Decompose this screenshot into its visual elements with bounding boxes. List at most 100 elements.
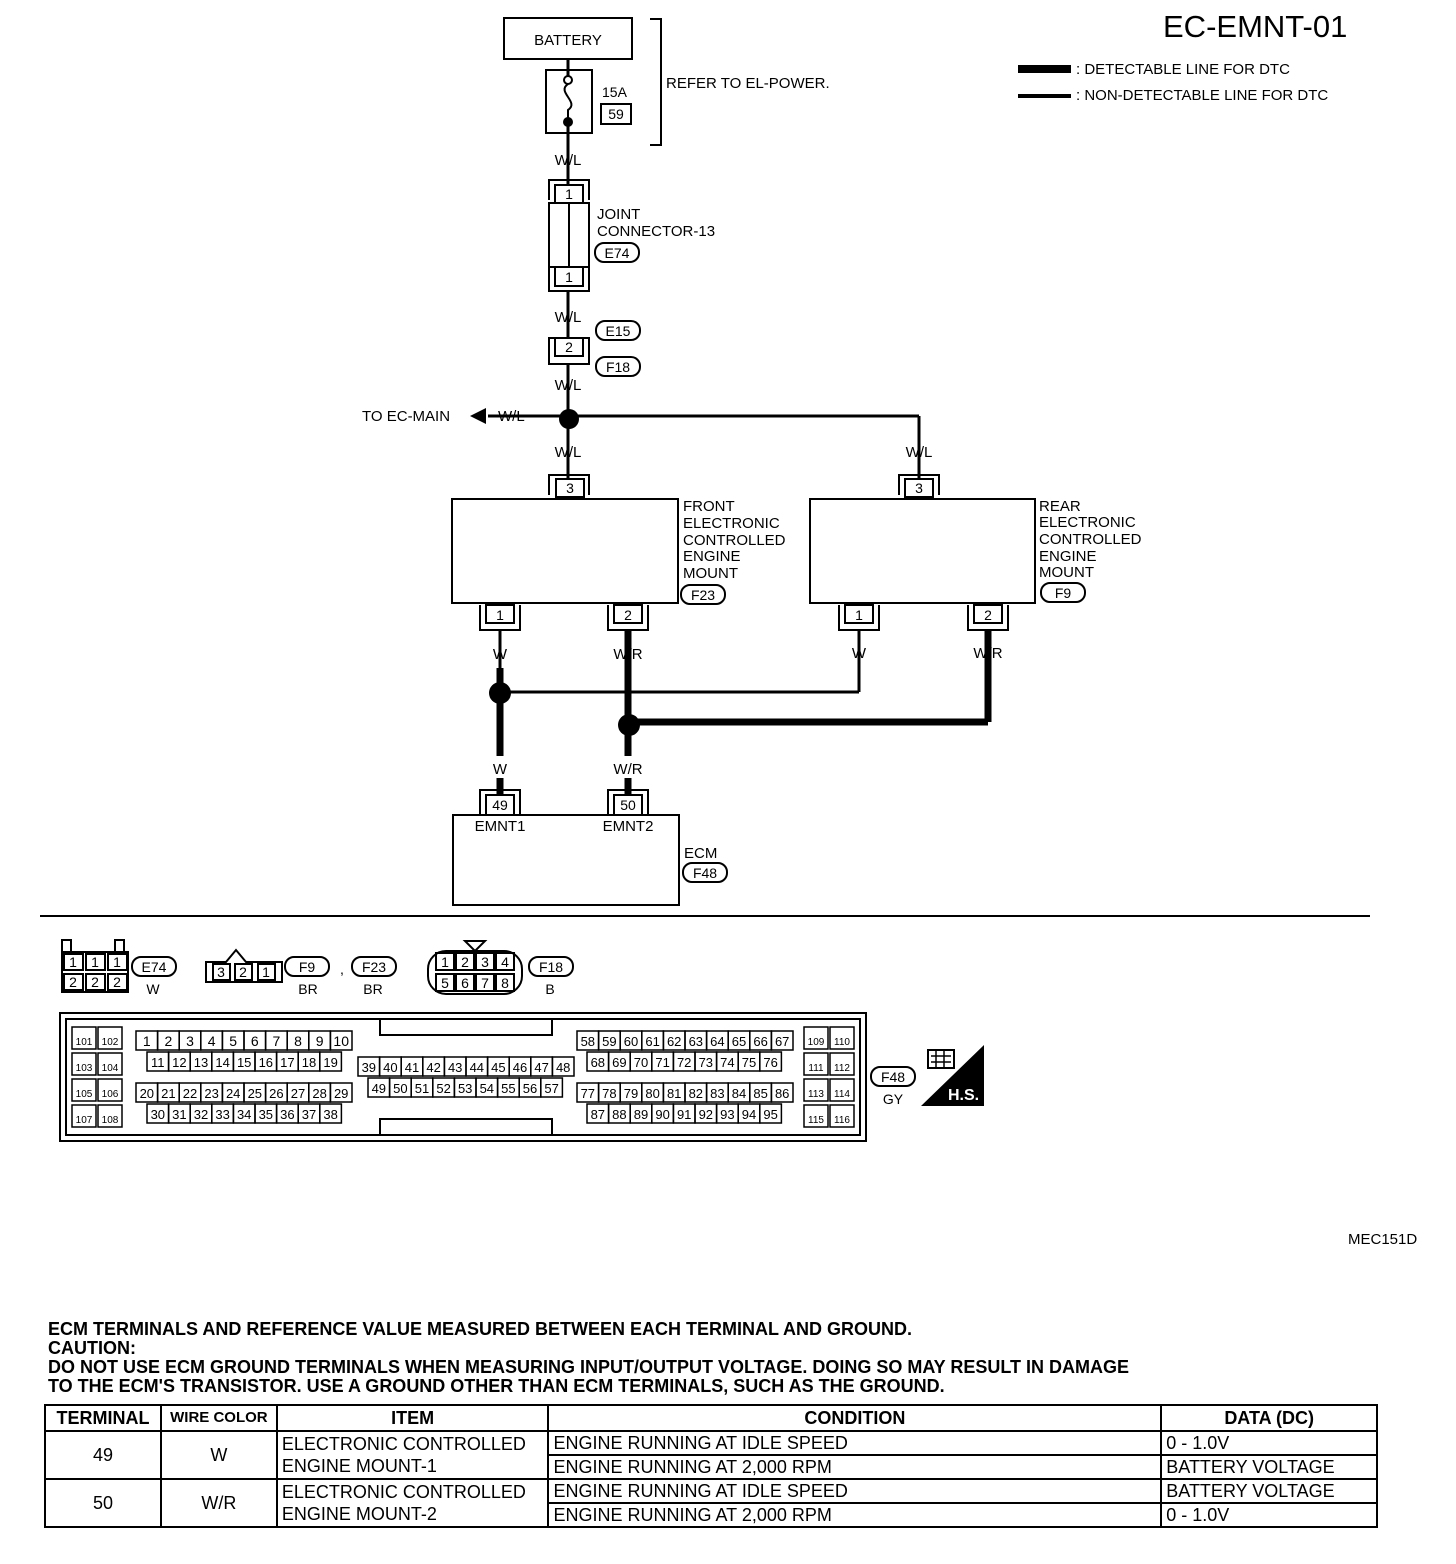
f48-pin-label: 115 (808, 1115, 824, 1126)
f48-pin (329, 1082, 353, 1103)
f48-pin-label: 15 (237, 1055, 251, 1070)
wiring-diagram: EC-EMNT-01 : DETECTABLE LINE FOR DTC : N… (40, 9, 1417, 1248)
f48-pin-label: 74 (720, 1055, 734, 1070)
f18-color: B (545, 981, 554, 997)
f48-pin (329, 1030, 353, 1051)
terminal-cell: 49 (44, 1430, 162, 1480)
f48-pin-label: 101 (76, 1037, 93, 1048)
front-pin-1: 1 (496, 607, 504, 623)
f48-pin-label: 112 (834, 1063, 850, 1074)
f48-pin-label: 60 (624, 1034, 638, 1049)
f48-pin-label: 51 (415, 1081, 429, 1096)
front-pin-2: 2 (624, 607, 632, 623)
f48-pin-label: 84 (732, 1086, 746, 1101)
f48-pin-label: 24 (226, 1086, 240, 1101)
wire-color-cell: W/R (159, 1478, 278, 1528)
f48-pin (759, 1051, 783, 1072)
f48-pin (540, 1077, 564, 1098)
f48-code: F48 (881, 1069, 905, 1085)
f48-pin-label: 56 (523, 1081, 537, 1096)
f18-pin: 4 (501, 954, 509, 970)
fuse-rating: 15A (602, 84, 628, 100)
e74-code: E74 (142, 959, 167, 975)
joint-label-2: CONNECTOR-13 (597, 223, 715, 240)
legend-detectable-label: : DETECTABLE LINE FOR DTC (1076, 61, 1290, 78)
connector-view-f9-f23: 3 2 1 F9 , F23 BR BR (205, 948, 397, 997)
f48-pin-label: 91 (677, 1107, 691, 1122)
f9-pin: 2 (239, 964, 247, 980)
f48-color: GY (883, 1091, 904, 1107)
f48-pin-label: 92 (699, 1107, 713, 1122)
inline-code-top: E15 (606, 323, 631, 339)
f48-pin-label: 7 (273, 1033, 281, 1049)
f48-pin (71, 1104, 97, 1128)
rear-pin-2: 2 (984, 607, 992, 623)
f48-pin-label: 68 (591, 1055, 605, 1070)
f9-color: BR (298, 981, 317, 997)
f48-pin-label: 20 (140, 1086, 154, 1101)
ecm-pin-49: 49 (492, 797, 508, 813)
joint-pin-bottom: 1 (565, 269, 573, 285)
item-line: ENGINE MOUNT-2 (281, 1504, 437, 1524)
f48-pin-label: 22 (183, 1086, 197, 1101)
condition-cell: ENGINE RUNNING AT 2,000 RPM (547, 1454, 1163, 1480)
f48-pin-label: 28 (312, 1086, 326, 1101)
f48-pin (551, 1056, 575, 1077)
item-line: ELECTRONIC CONTROLLED (281, 1434, 526, 1454)
f48-pin-label: 23 (204, 1086, 218, 1101)
wire-label-wl-5: W/L (555, 444, 582, 461)
f48-pin-label: 85 (753, 1086, 767, 1101)
f48-pin-label: 67 (775, 1034, 789, 1049)
f48-pin-label: 49 (372, 1081, 386, 1096)
battery: BATTERY (503, 17, 633, 60)
wire-label-w-rear: W (852, 645, 867, 662)
f48-pin-label: 102 (102, 1037, 119, 1048)
f48-pin-label: 35 (259, 1107, 273, 1122)
f9-pin: 3 (217, 964, 225, 980)
f9-sep: , (340, 961, 344, 977)
f9-code: F9 (299, 959, 316, 975)
f48-pin-label: 3 (186, 1033, 194, 1049)
fuse-number: 59 (608, 106, 624, 122)
f48-pin-label: 48 (556, 1060, 570, 1075)
wire-label-wl-3: W/L (555, 377, 582, 394)
notes-line-4: TO THE ECM'S TRANSISTOR. USE A GROUND OT… (48, 1376, 945, 1396)
f48-pin-label: 5 (229, 1033, 237, 1049)
notes-caution: CAUTION: (48, 1338, 136, 1358)
f18-pin: 6 (461, 975, 469, 991)
f9-pin: 1 (262, 964, 270, 980)
e74-pin: 1 (69, 954, 77, 970)
header-item: ITEM (275, 1404, 550, 1432)
front-label-1: FRONT (683, 498, 735, 515)
inline-connector-e15-f18: 2 E15 F18 (548, 320, 641, 377)
terminal-cell: 50 (44, 1478, 162, 1528)
f48-pin-label: 36 (280, 1107, 294, 1122)
f48-pin (71, 1052, 97, 1076)
joint-pin-top: 1 (565, 186, 573, 202)
wire-label-w-front: W (493, 646, 508, 663)
e74-pin: 1 (113, 954, 121, 970)
header-data: DATA (DC) (1160, 1404, 1378, 1432)
f48-pin-label: 75 (742, 1055, 756, 1070)
diagram-code: EC-EMNT-01 (1163, 9, 1347, 44)
notes-line-3: DO NOT USE ECM GROUND TERMINALS WHEN MEA… (48, 1357, 1130, 1377)
f48-pin-label: 47 (534, 1060, 548, 1075)
f48-pin-label: 111 (808, 1063, 824, 1074)
f48-pin-label: 4 (208, 1033, 216, 1049)
ecm-terminal-table: TERMINAL WIRE COLOR ITEM CONDITION DATA … (44, 1404, 1378, 1528)
data-cell: 0 - 1.0V (1160, 1502, 1378, 1528)
condition-cell: ENGINE RUNNING AT IDLE SPEED (547, 1430, 1163, 1456)
ecm-label: ECM (684, 845, 717, 862)
f48-pin-label: 70 (634, 1055, 648, 1070)
f48-pin-label: 82 (689, 1086, 703, 1101)
splice-power (559, 409, 579, 429)
f48-pin-label: 87 (591, 1107, 605, 1122)
table-row: ENGINE RUNNING AT 2,000 RPM BATTERY VOLT… (45, 1454, 1378, 1480)
f48-pin-label: 53 (458, 1081, 472, 1096)
joint-connector-13: 1 1 JOINT CONNECTOR-13 E74 (548, 179, 715, 292)
front-label-5: MOUNT (683, 565, 738, 582)
f48-pin-label: 77 (581, 1086, 595, 1101)
